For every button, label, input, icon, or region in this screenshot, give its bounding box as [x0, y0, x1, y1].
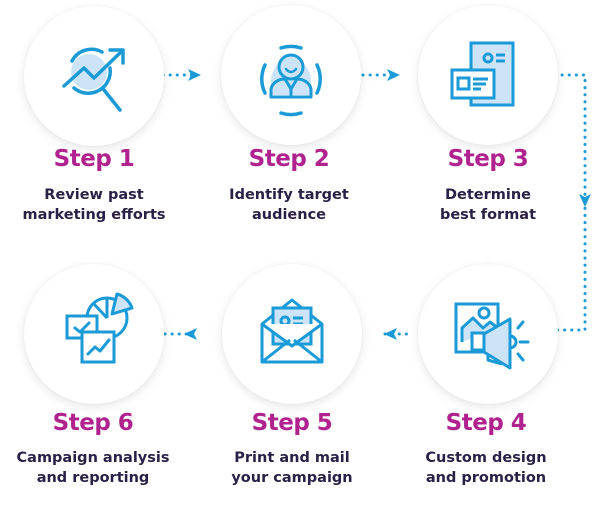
arrow-right-icon: [188, 69, 201, 81]
open-envelope-icon: [260, 298, 324, 364]
step-3-description-line-1: Determine: [444, 187, 532, 203]
magnifier-growth-chart-icon: [62, 47, 125, 112]
step-4-description-line-2: and promotion: [425, 470, 547, 486]
arrow-left-icon: [384, 328, 397, 340]
step-2-icon-circle: [221, 5, 361, 145]
step-6-description-line-2: and reporting: [36, 470, 150, 486]
step-3-icon-circle: [418, 5, 558, 145]
step-5-description-line-1: Print and mail: [234, 450, 350, 466]
step-1-title: Step 1: [53, 146, 135, 172]
step-4-description-line-1: Custom design: [425, 450, 547, 466]
step-3-description: Determine best format: [388, 185, 588, 225]
step-1-description-line-2: marketing efforts: [22, 207, 166, 223]
step-1-description-line-1: Review past: [44, 187, 144, 203]
step-2-description-line-2: audience: [251, 207, 327, 223]
step-5-description-line-2: your campaign: [231, 470, 353, 486]
image-megaphone-icon: [454, 302, 530, 370]
step-4-description: Custom design and promotion: [386, 448, 586, 488]
step-6-description: Campaign analysis and reporting: [0, 448, 193, 488]
step-5-title: Step 5: [251, 410, 333, 436]
step-4-icon-circle: [418, 264, 558, 404]
target-audience-person-icon: [260, 44, 322, 117]
step-4-title: Step 4: [445, 410, 527, 436]
step-3-description-line-2: best format: [439, 207, 537, 223]
step-6-description-line-1: Campaign analysis: [16, 450, 170, 466]
step-2-title: Step 2: [248, 146, 330, 172]
step-3-title: Step 3: [447, 146, 529, 172]
arrow-right-icon: [387, 69, 400, 81]
reports-pie-chart-icon: [65, 292, 134, 364]
document-format-icon: [450, 41, 515, 107]
step-5-description: Print and mail your campaign: [192, 448, 392, 488]
step-6-title: Step 6: [52, 410, 134, 436]
step-6-icon-circle: [24, 264, 164, 404]
step-1-description: Review past marketing efforts: [0, 185, 194, 225]
step-5-icon-circle: [222, 264, 362, 404]
step-2-description: Identify target audience: [189, 185, 389, 225]
arrow-left-icon: [184, 328, 197, 340]
step-1-icon-circle: [24, 6, 164, 146]
step-2-description-line-1: Identify target: [229, 187, 349, 203]
